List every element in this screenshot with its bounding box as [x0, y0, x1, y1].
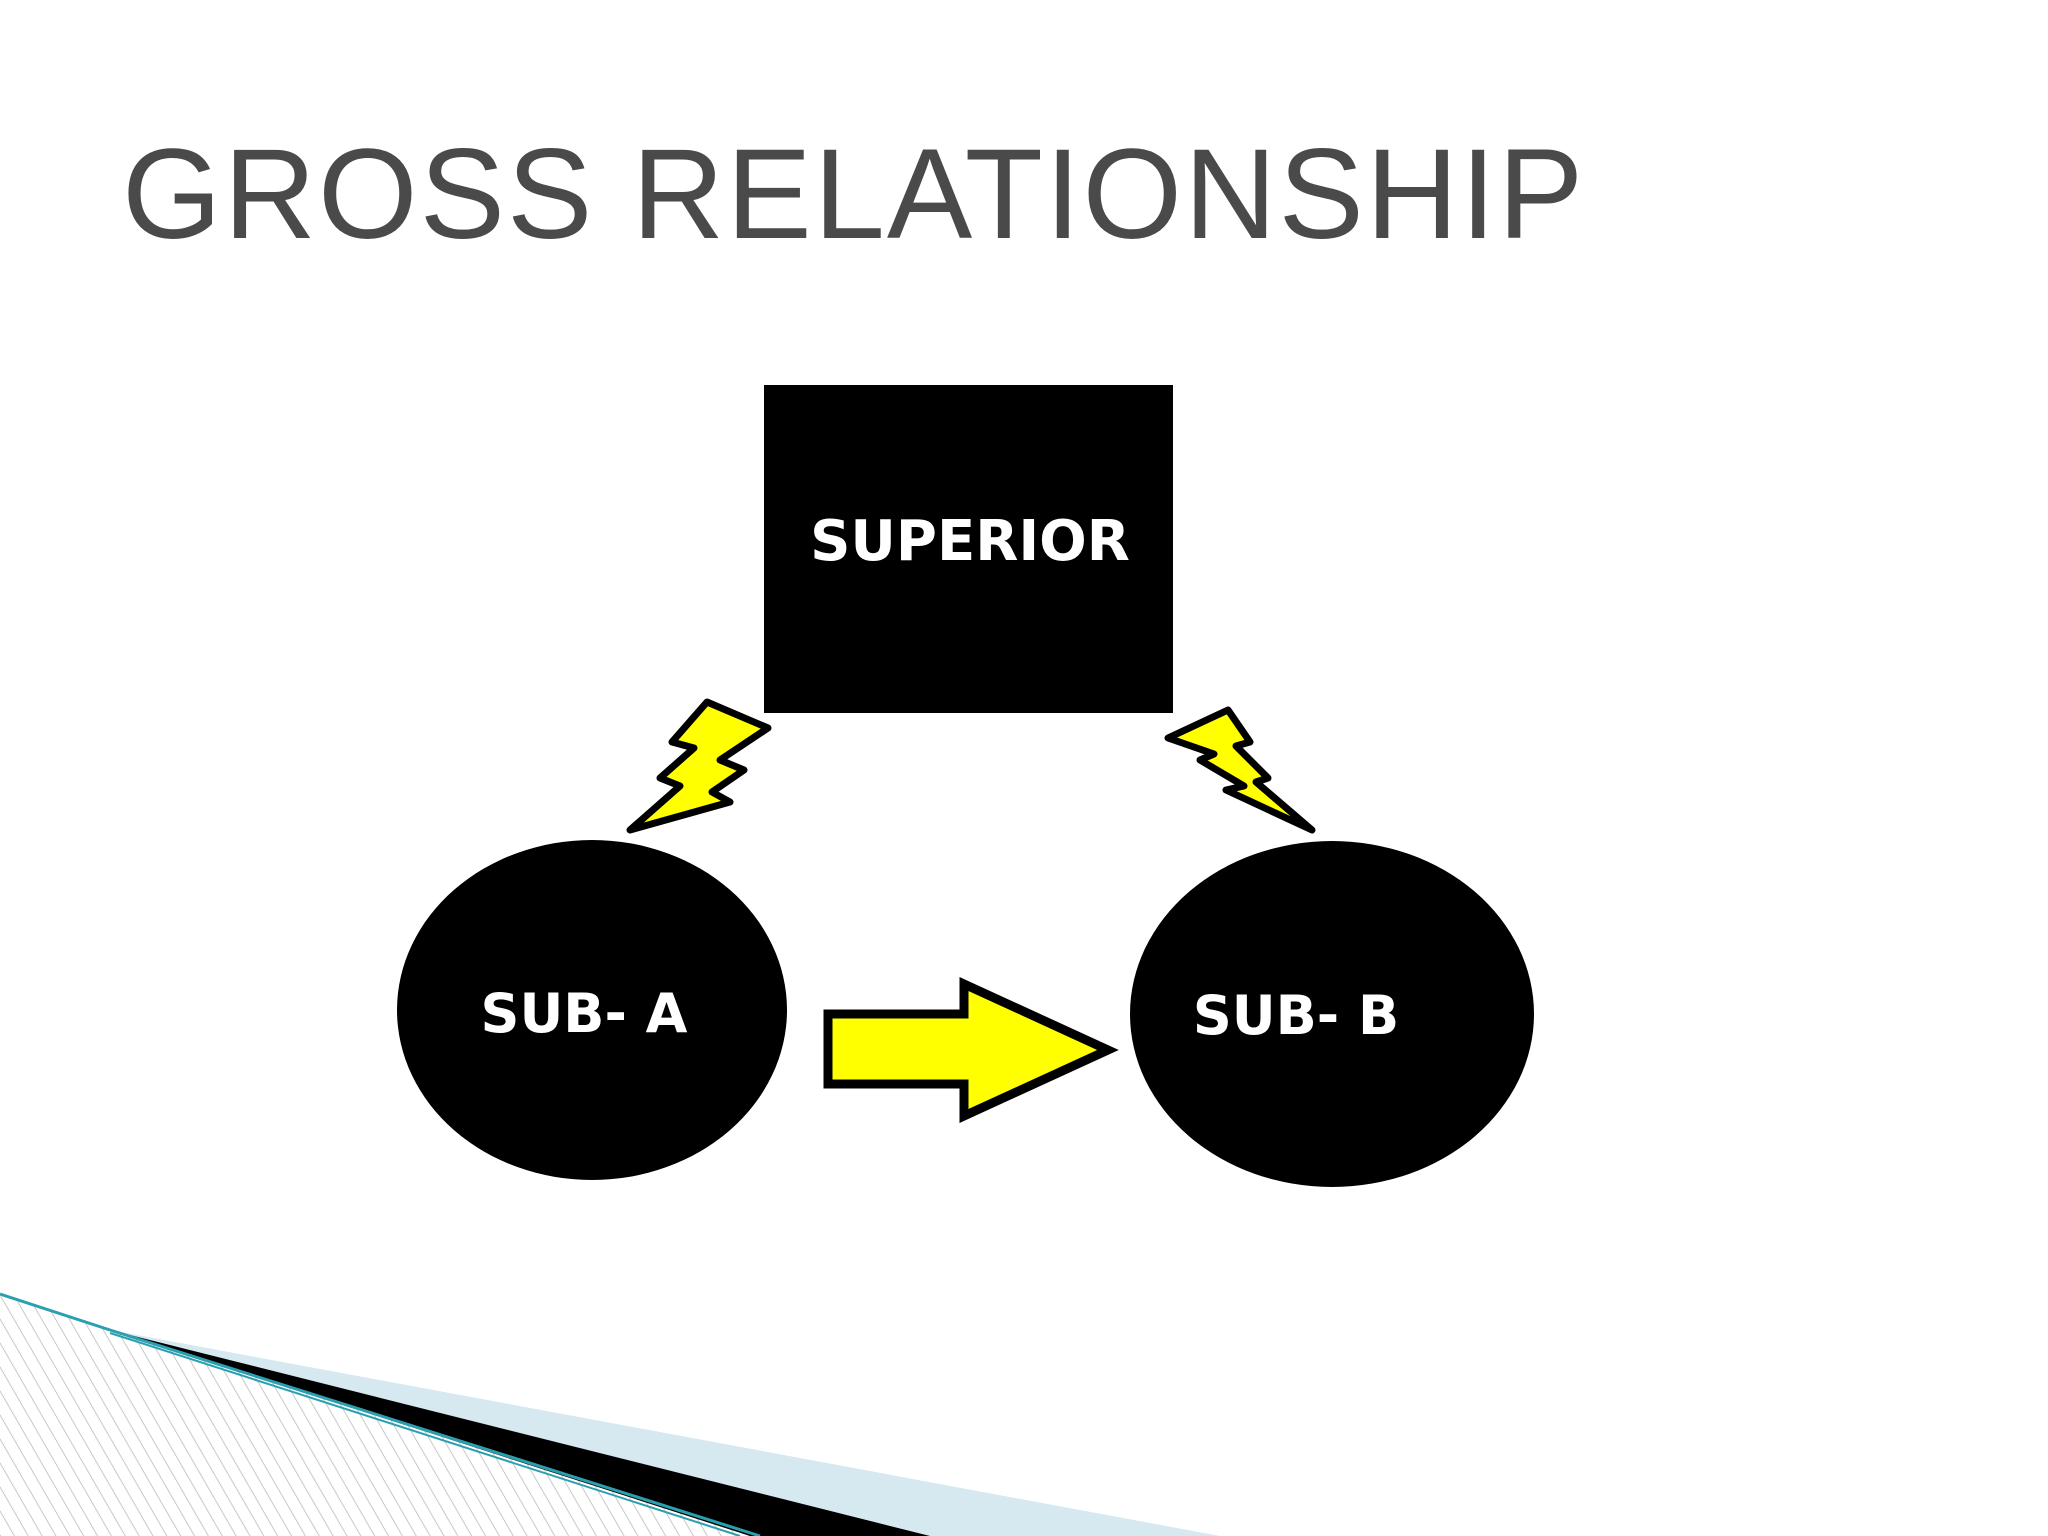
sub-b-node: SUB- B	[1130, 841, 1534, 1187]
slide-title: GROSS RELATIONSHIP	[122, 123, 1586, 266]
right-arrow-icon	[823, 976, 1119, 1124]
footer-teal-line-lower	[109, 1332, 741, 1536]
sub-b-label: SUB- B	[1193, 984, 1399, 1047]
footer-teal-line	[0, 1292, 761, 1536]
footer-dark-band	[110, 1330, 930, 1536]
lightning-bolt-icon	[1164, 706, 1316, 834]
sub-a-label: SUB- A	[481, 982, 688, 1045]
footer-light-band	[110, 1330, 1220, 1536]
superior-node: SUPERIOR	[764, 385, 1173, 713]
sub-a-node: SUB- A	[397, 840, 787, 1180]
lightning-bolt-icon	[626, 698, 772, 834]
superior-label: SUPERIOR	[810, 509, 1130, 574]
